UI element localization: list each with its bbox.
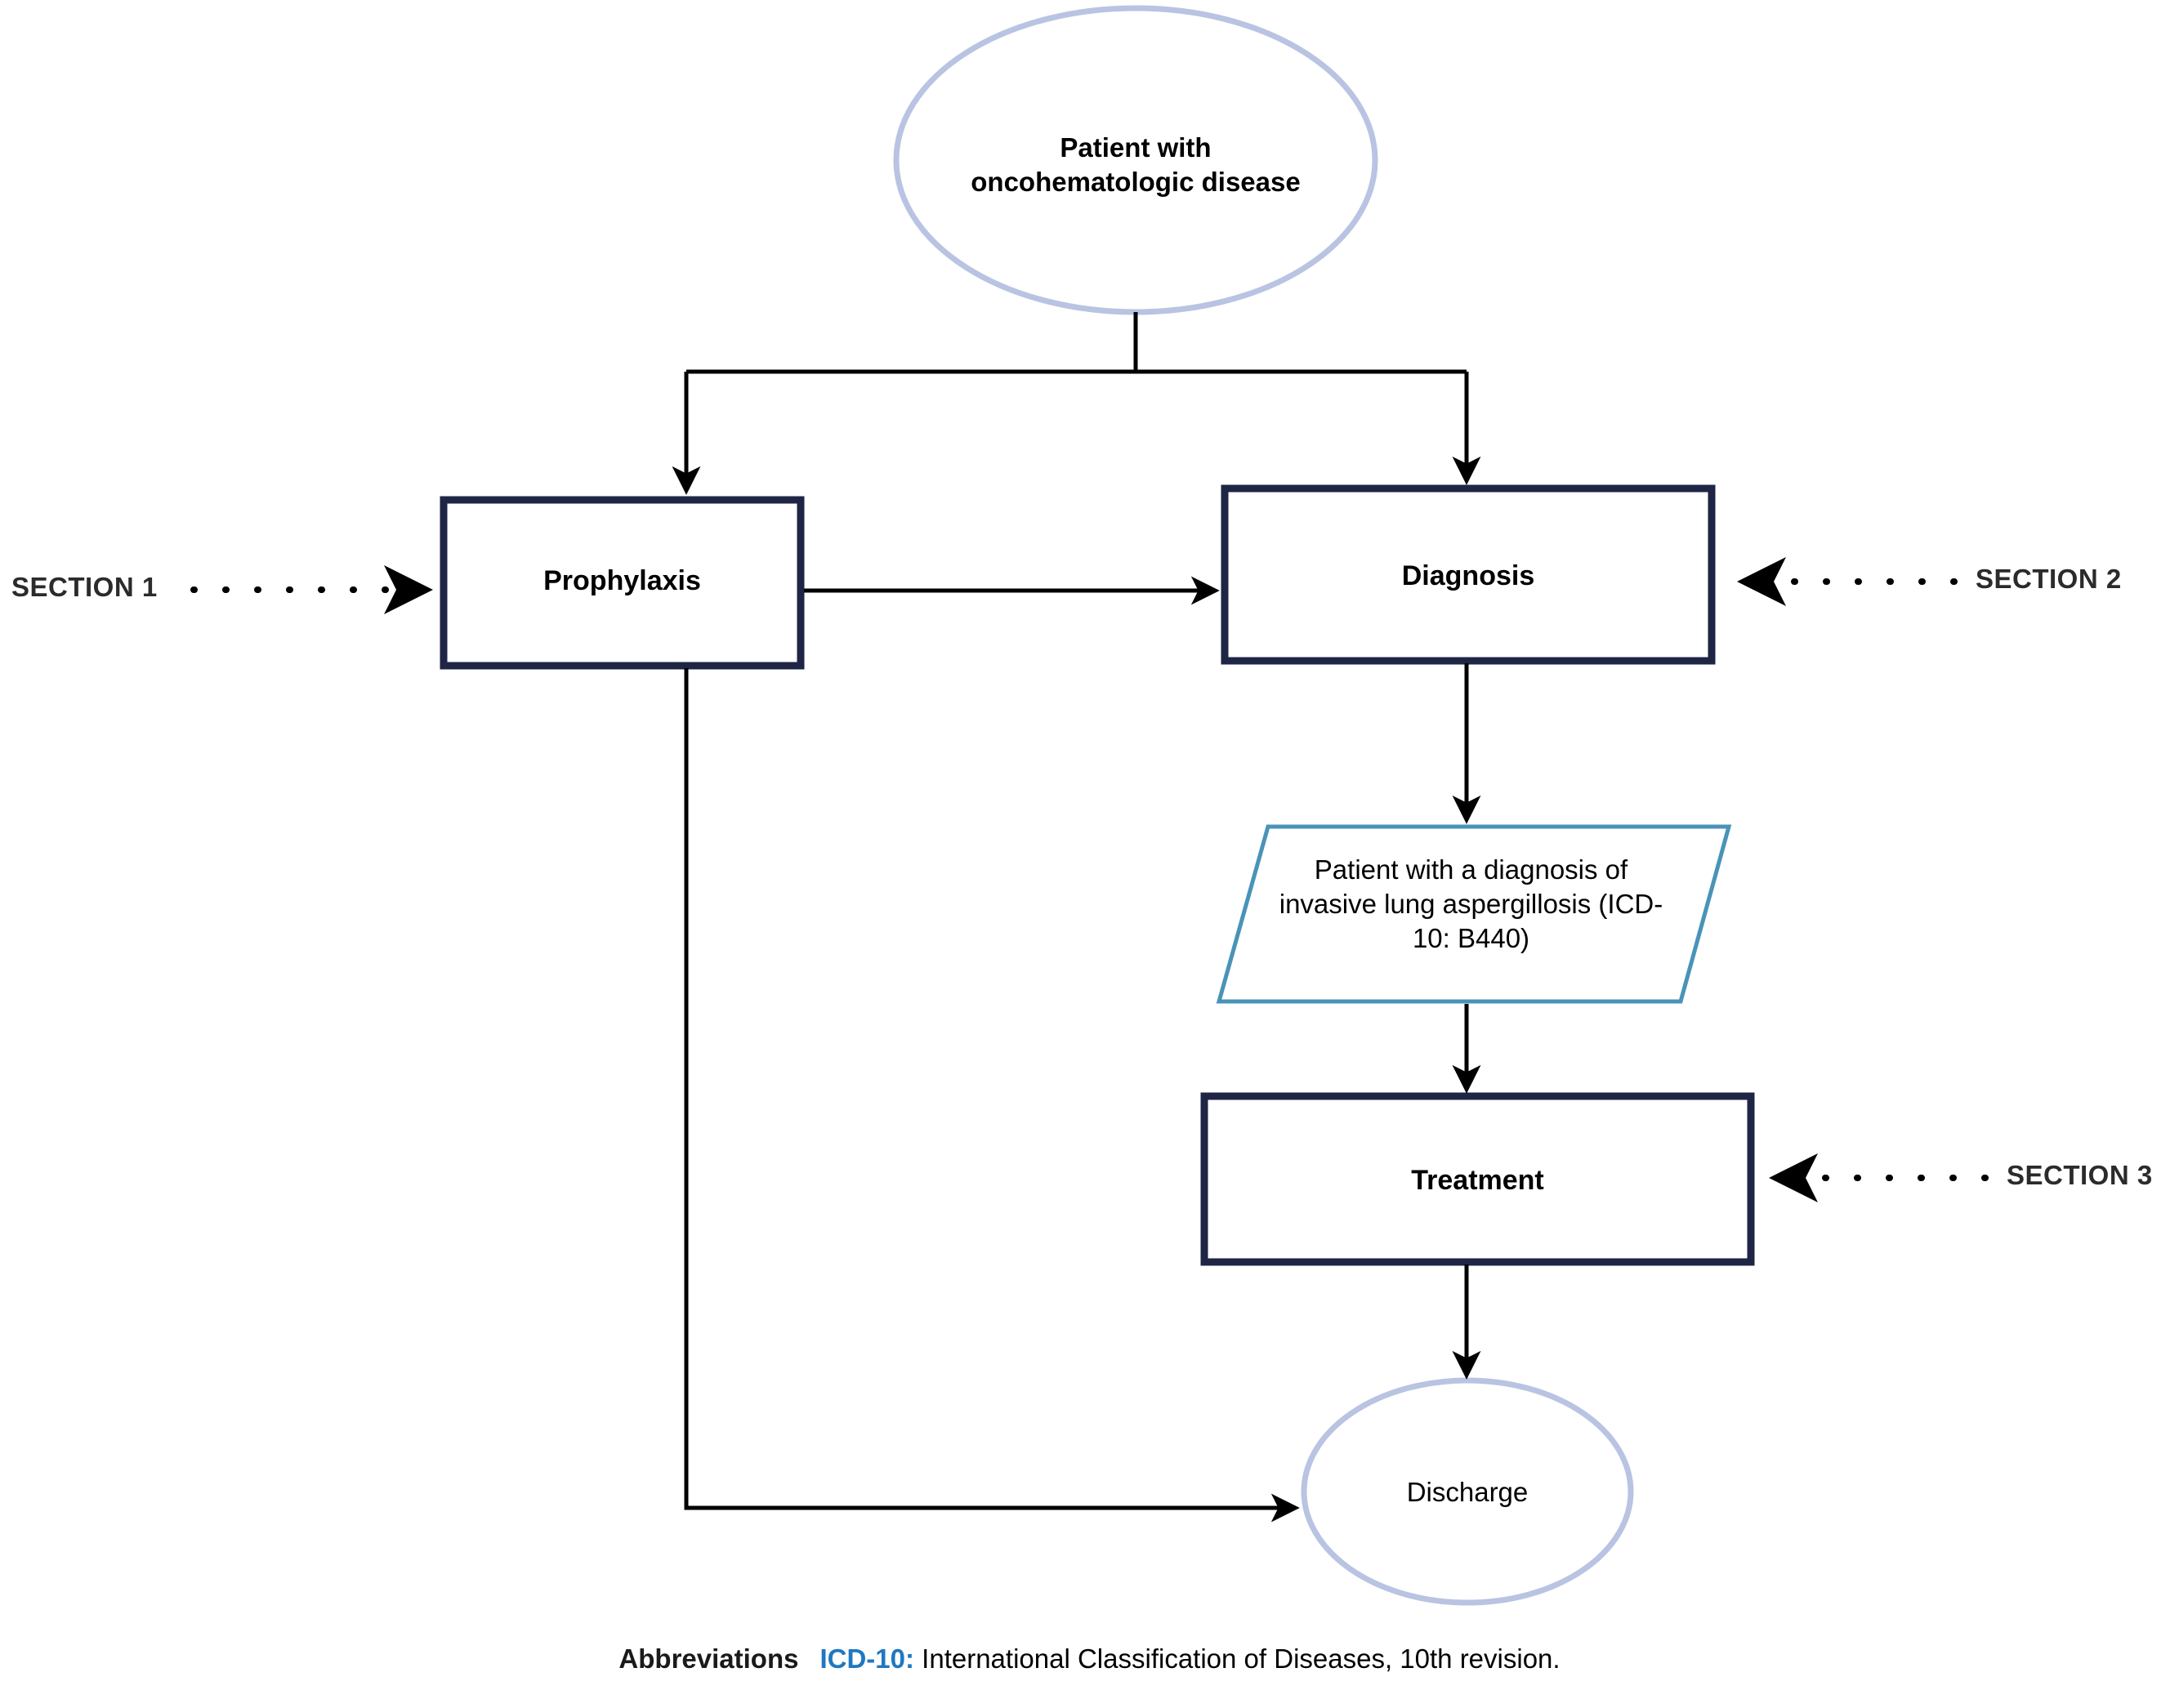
annotation-label-section-3: SECTION 3 [2007,1160,2153,1190]
abbreviations-title: Abbreviations [618,1643,799,1674]
node-shape-start [893,5,1378,315]
edge-prophylaxis-to-discharge [684,668,1300,1523]
node-shape-diagnosis [1221,484,1716,665]
abbreviations-note: Abbreviations ICD-10: International Class… [0,1643,2179,1675]
node-shape-treatment [1200,1092,1755,1266]
annotation-label-section-1: SECTION 1 [11,572,158,602]
node-shape-diagnosed-patient [1216,824,1732,1004]
abbreviation-definition: International Classification of Diseases… [922,1643,1561,1674]
abbreviation-key-icd10: ICD-10: [819,1643,914,1674]
node-shape-prophylaxis [440,496,805,670]
node-shape-discharge [1301,1377,1634,1606]
annotation-label-section-2: SECTION 2 [1976,564,2122,594]
